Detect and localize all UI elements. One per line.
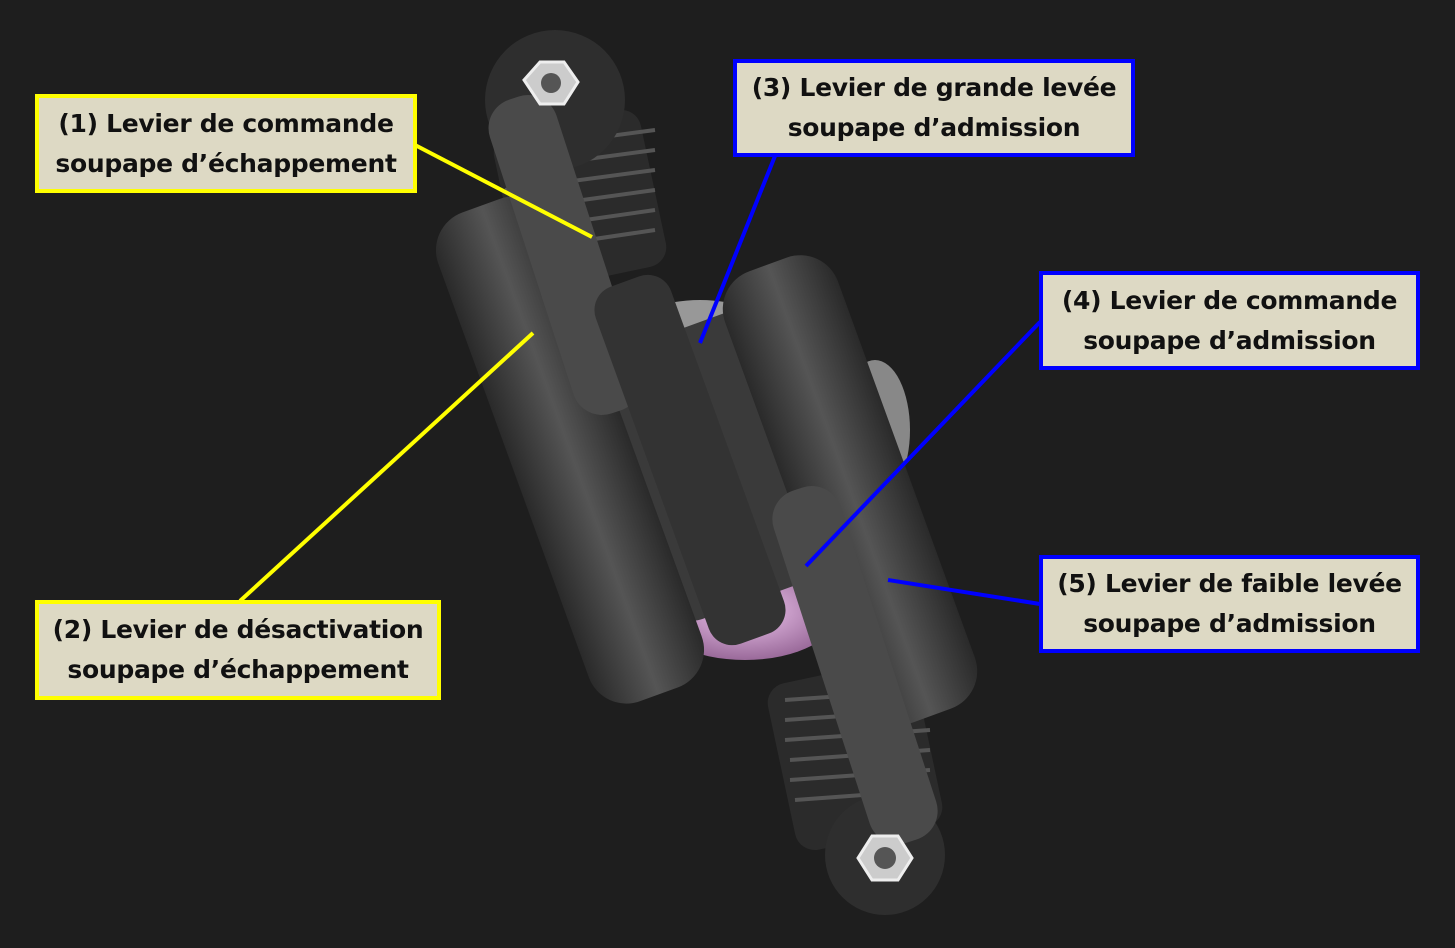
callout-line1: (1) Levier de commande <box>58 108 394 138</box>
leader-line-3 <box>698 155 777 344</box>
callout-2-exhaust-deactivation-lever: (2) Levier de désactivation soupape d’éc… <box>35 600 441 700</box>
intake-control-lever <box>772 486 938 844</box>
callout-3-intake-high-lift-lever: (3) Levier de grande levée soupape d’adm… <box>733 59 1135 157</box>
hex-nut-top-icon <box>522 60 580 106</box>
callout-5-intake-low-lift-lever: (5) Levier de faible levée soupape d’adm… <box>1039 555 1420 653</box>
callout-1-exhaust-control-lever: (1) Levier de commande soupape d’échappe… <box>35 94 417 193</box>
leader-lines <box>238 143 1042 606</box>
callout-line2: soupape d’échappement <box>55 148 397 178</box>
leader-line-4 <box>804 320 1042 568</box>
callout-line1: (4) Levier de commande <box>1061 285 1398 315</box>
callout-line2: soupape d’admission <box>1083 325 1376 355</box>
callout-line2: soupape d’admission <box>787 113 1081 142</box>
callout-4-intake-control-lever: (4) Levier de commande soupape d’admissi… <box>1039 271 1420 370</box>
callout-line1: (3) Levier de grande levée <box>751 73 1117 102</box>
hex-nut-bottom-icon <box>856 834 914 882</box>
callout-line2: soupape d’admission <box>1083 609 1376 638</box>
leader-line-1 <box>414 143 593 239</box>
intake-low-lift-lever <box>722 255 978 725</box>
callout-line1: (2) Levier de désactivation <box>52 615 424 644</box>
callout-line2: soupape d’échappement <box>67 655 409 684</box>
leader-line-5 <box>887 578 1041 606</box>
leader-line-2 <box>238 331 535 603</box>
exhaust-deactivation-lever <box>435 196 705 704</box>
intake-high-lift-lever <box>594 274 786 646</box>
callout-line1: (5) Levier de faible levée <box>1057 569 1402 598</box>
